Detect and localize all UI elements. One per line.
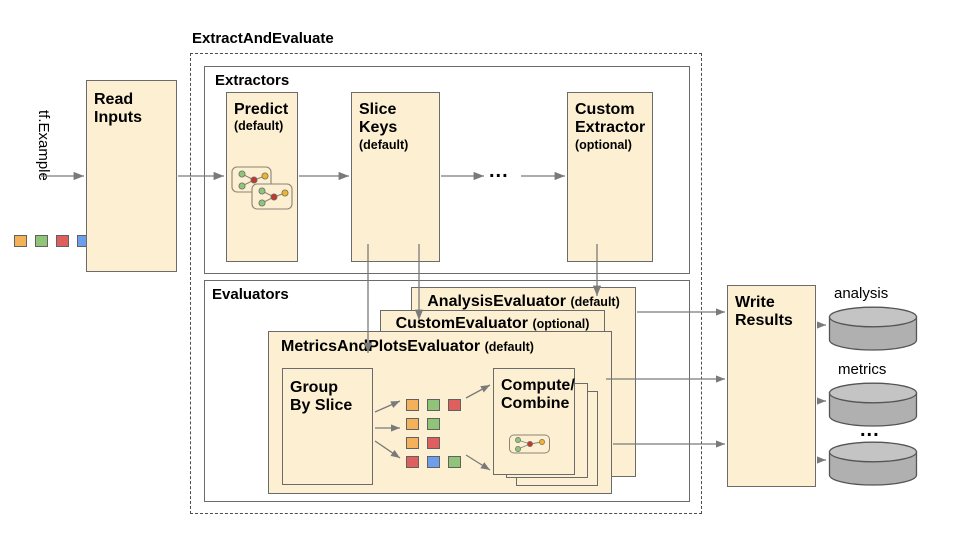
predict-qualifier: (default) xyxy=(234,119,284,134)
write-results-line1: Write xyxy=(735,294,775,311)
slice-chip xyxy=(406,418,419,430)
chip-red xyxy=(56,235,69,247)
slice-chip xyxy=(406,437,419,449)
output-label-metrics: metrics xyxy=(838,361,887,378)
compute-combine-line1: Compute/ xyxy=(501,377,575,394)
custom-evaluator-name: CustomEvaluator xyxy=(395,315,529,332)
extractors-ellipsis: ... xyxy=(489,160,509,182)
chip-orange xyxy=(14,235,27,247)
read-inputs-line1: Read xyxy=(94,91,134,108)
slice-keys-line1: Slice xyxy=(359,101,397,118)
graph-icon xyxy=(231,166,293,210)
compute-combine-line2: Combine xyxy=(501,395,570,413)
cylinder-metrics[interactable] xyxy=(828,382,918,428)
chip-green xyxy=(35,235,48,247)
analysis-evaluator-qualifier: (default) xyxy=(570,295,620,309)
slice-chip xyxy=(427,437,440,449)
slice-chip xyxy=(406,456,419,468)
output-label-analysis: analysis xyxy=(834,285,889,302)
group-by-slice-line2: By Slice xyxy=(290,397,353,415)
slice-chip xyxy=(448,456,461,468)
read-inputs-line2: Inputs xyxy=(94,109,142,127)
graph-icon xyxy=(509,434,550,454)
analysis-evaluator-name: AnalysisEvaluator xyxy=(427,293,566,310)
group-extract-and-evaluate xyxy=(190,53,702,514)
cylinder-other[interactable] xyxy=(828,441,918,487)
node-write-results[interactable]: Write Results xyxy=(727,285,816,487)
node-custom-extractor[interactable]: Custom Extractor (optional) xyxy=(567,92,653,262)
cylinder-analysis[interactable] xyxy=(828,306,918,352)
evaluators-title: Evaluators xyxy=(212,286,289,303)
metrics-evaluator-qualifier: (default) xyxy=(484,340,534,354)
custom-extractor-line1: Custom xyxy=(575,101,635,118)
extract-and-evaluate-title: ExtractAndEvaluate xyxy=(192,30,334,47)
slice-chip xyxy=(406,399,419,411)
node-read-inputs[interactable]: Read Inputs xyxy=(86,80,177,272)
group-by-slice-line1: Group xyxy=(290,379,338,396)
node-compute-combine[interactable]: Compute/ Combine xyxy=(493,368,575,475)
slice-keys-qualifier: (default) xyxy=(359,137,409,152)
slice-chip xyxy=(427,399,440,411)
custom-extractor-qualifier: (optional) xyxy=(575,137,632,152)
extractors-title: Extractors xyxy=(215,72,290,89)
write-results-line2: Results xyxy=(735,312,793,330)
input-label: tf.Example xyxy=(35,110,52,181)
output-label-ellipsis: ... xyxy=(860,419,880,441)
node-slice-keys[interactable]: Slice Keys (default) xyxy=(351,92,440,262)
metrics-evaluator-name: MetricsAndPlotsEvaluator xyxy=(281,338,481,355)
slice-chip xyxy=(448,399,461,411)
slice-keys-line2: Keys xyxy=(359,119,398,137)
slice-chip xyxy=(427,456,440,468)
slice-chip xyxy=(427,418,440,430)
node-predict[interactable]: Predict (default) xyxy=(226,92,298,262)
predict-line1: Predict xyxy=(234,101,289,118)
custom-extractor-line2: Extractor xyxy=(575,119,646,137)
custom-evaluator-qualifier: (optional) xyxy=(532,317,590,331)
node-group-by-slice[interactable]: Group By Slice xyxy=(282,368,373,485)
